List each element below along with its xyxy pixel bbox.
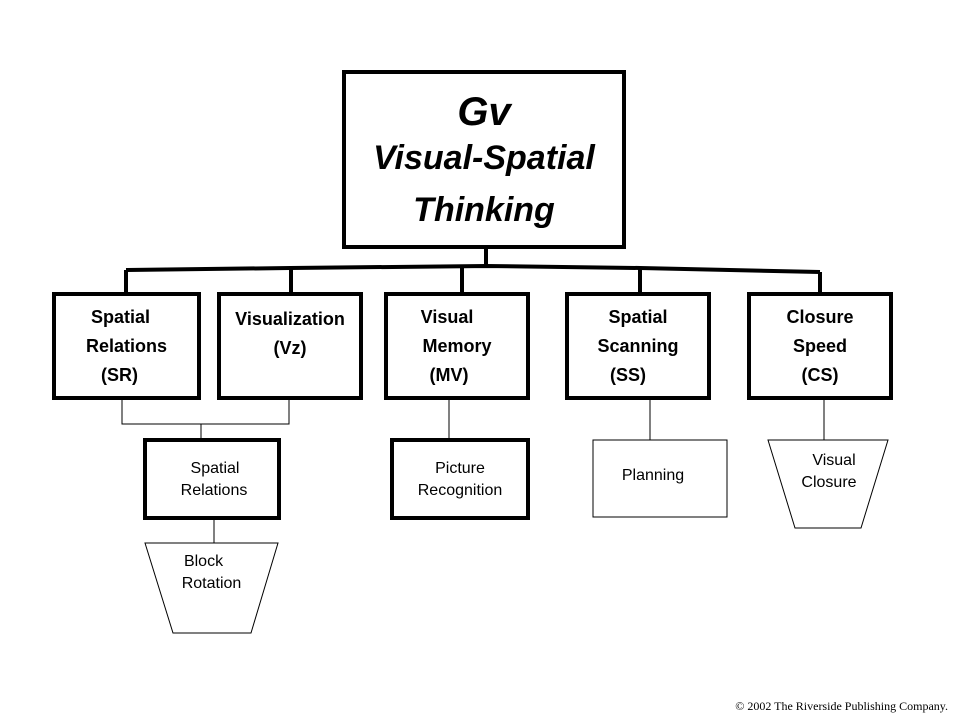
ss-label-line3: (SS) bbox=[610, 365, 646, 385]
mv-label-line1: Visual bbox=[420, 307, 474, 327]
picture-recognition-line1: Picture bbox=[435, 460, 485, 477]
mv-label-line2: Memory bbox=[422, 336, 492, 356]
picture-recognition-line2: Recognition bbox=[417, 482, 503, 499]
cs-label-line1: Closure bbox=[786, 307, 854, 327]
planning-line1: Planning bbox=[621, 467, 685, 484]
gv-code: Gv bbox=[457, 90, 511, 134]
picture-recognition-label: Picture Recognition bbox=[392, 458, 528, 502]
mv-label: Visual Memory (MV) bbox=[386, 303, 528, 390]
visual-closure-line2: Closure bbox=[801, 474, 857, 491]
block-rotation-line1: Block bbox=[183, 553, 224, 570]
vz-label-line1: Visualization bbox=[235, 309, 345, 329]
ss-label-line1: Spatial bbox=[608, 307, 668, 327]
cs-box bbox=[747, 292, 893, 400]
gv-box bbox=[342, 70, 626, 249]
visual-closure-label: Visual Closure bbox=[768, 450, 888, 494]
spatial-relations-test-label: Spatial Relations bbox=[145, 458, 279, 502]
ss-label: Spatial Scanning (SS) bbox=[567, 303, 709, 390]
bus-line bbox=[125, 263, 821, 274]
gv-name-line1: Visual-Spatial bbox=[373, 139, 595, 177]
sr-label-line1: Spatial bbox=[90, 307, 151, 327]
spatial-relations-test-line2: Relations bbox=[180, 482, 248, 499]
vz-box bbox=[217, 292, 363, 400]
mv-label-line3: (MV) bbox=[429, 365, 469, 385]
spatial-relations-test-line1: Spatial bbox=[190, 460, 240, 477]
ss-box bbox=[565, 292, 711, 400]
block-rotation-trapezoid bbox=[144, 542, 279, 634]
gv-name-line2: Thinking bbox=[413, 191, 555, 229]
planning-label: Planning bbox=[593, 465, 713, 487]
ss-label-line2: Scanning bbox=[597, 336, 679, 356]
sr-box bbox=[52, 292, 201, 400]
sr-label-line2: Relations bbox=[85, 336, 168, 356]
cs-label: Closure Speed (CS) bbox=[749, 303, 891, 390]
planning-test-box bbox=[592, 439, 728, 518]
copyright-notice: © 2002 The Riverside Publishing Company. bbox=[735, 699, 948, 713]
block-rotation-label: Block Rotation bbox=[145, 551, 278, 595]
visual-closure-trapezoid bbox=[767, 439, 889, 529]
spatial-relations-test-box bbox=[143, 438, 281, 520]
vz-label: Visualization (Vz) bbox=[219, 305, 361, 363]
sr-label: Spatial Relations (SR) bbox=[54, 303, 199, 390]
mv-box bbox=[384, 292, 530, 400]
cs-label-line2: Speed bbox=[792, 336, 848, 356]
picture-recognition-test-box bbox=[390, 438, 530, 520]
visual-closure-line1: Visual bbox=[812, 452, 856, 469]
sr-vz-bracket bbox=[121, 398, 290, 425]
sr-label-line3: (SR) bbox=[101, 365, 138, 385]
vz-label-line2: (Vz) bbox=[273, 338, 307, 358]
cs-label-line3: (CS) bbox=[801, 365, 839, 385]
block-rotation-line2: Rotation bbox=[181, 575, 242, 592]
